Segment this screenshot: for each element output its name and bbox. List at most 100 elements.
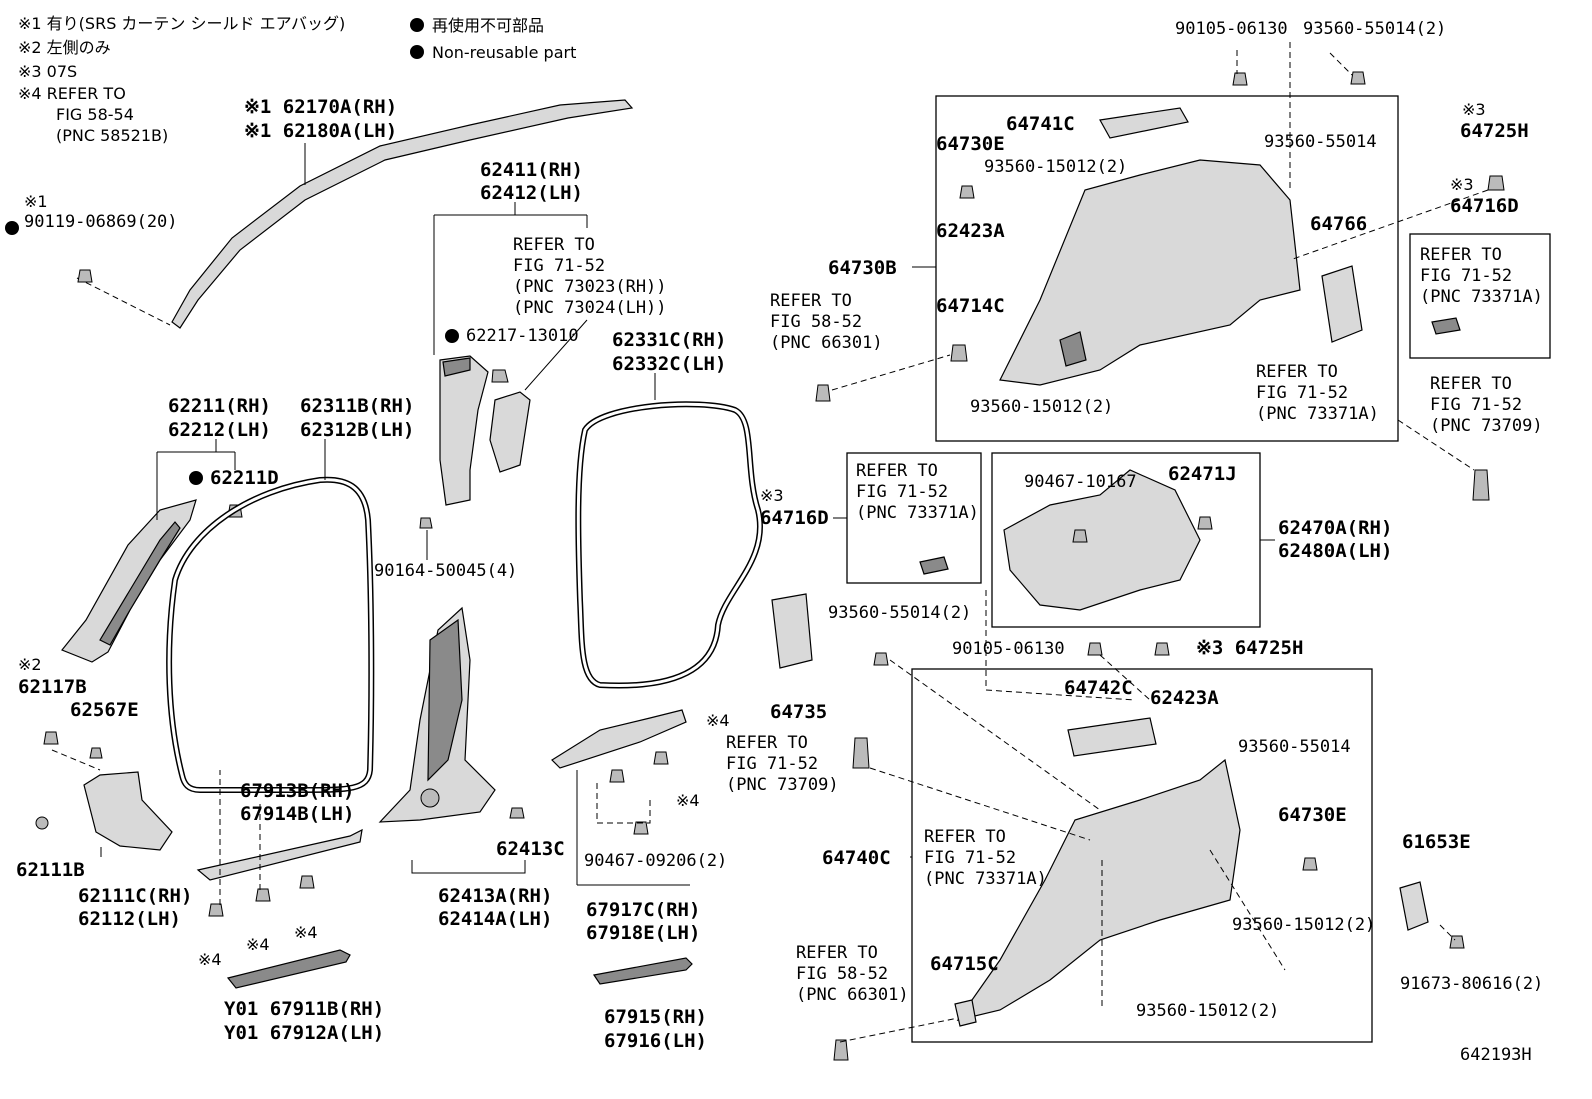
callout-label: 62211D — [210, 467, 279, 489]
figure-code: 642193H — [1460, 1045, 1532, 1065]
part-64716D-middle — [919, 556, 949, 575]
callout-label: 64766 — [1310, 213, 1367, 235]
clip-64730E — [959, 185, 975, 199]
callout-label: 62411(RH) — [480, 159, 583, 181]
quarter-trim-panel-64730B — [999, 159, 1301, 386]
legend-note-4: ※4 REFER TO — [18, 84, 126, 103]
callout-label: (PNC 73371A) — [856, 503, 979, 523]
callout-label: 62423A — [1150, 687, 1219, 709]
callout-label: ※3 — [1450, 175, 1474, 194]
callout-label: 93560-55014(2) — [1303, 19, 1446, 39]
callout-label: 93560-15012(2) — [1232, 915, 1375, 935]
nonreusable-dot-icon — [410, 18, 424, 32]
callout-label: (PNC 73371A) — [1420, 287, 1543, 307]
legend-nonreusable-en: Non-reusable part — [432, 43, 576, 62]
callout-label: REFER TO — [770, 291, 852, 311]
callout-label: ※2 — [18, 655, 42, 674]
rear-weatherstrip-inner — [576, 402, 762, 688]
clip-64725H-lower — [1154, 642, 1170, 656]
hook-73709 — [1472, 469, 1490, 501]
bracket-61653E — [1399, 881, 1429, 931]
callout-label: 93560-55014 — [1264, 132, 1377, 152]
part-illustrations — [5, 71, 1551, 1061]
callout-label: FIG 58-52 — [770, 312, 862, 332]
callout-label: 62211(RH) — [168, 395, 271, 417]
callout-label: 62331C(RH) — [612, 329, 726, 351]
nonreusable-dot-icon — [189, 471, 203, 485]
callout-label: 64730B — [828, 257, 897, 279]
leader-lines — [51, 42, 1489, 1043]
deck-side-trim-62470A — [1003, 469, 1201, 611]
callout-label: 62412(LH) — [480, 182, 583, 204]
callout-label: 64741C — [1006, 113, 1075, 135]
cowl-side-trim-62111C — [83, 771, 173, 851]
legend-note-3: ※3 07S — [18, 62, 77, 81]
nonreusable-dot-icon — [5, 221, 19, 235]
lower-garnish-ribs — [427, 618, 463, 782]
clip-62471J — [1197, 516, 1213, 530]
clip-64714C — [950, 344, 968, 362]
rear-door-weatherstrip — [575, 401, 763, 689]
lower-quarter-trim-box — [911, 668, 1373, 1043]
grommet-62413C — [420, 788, 440, 808]
callout-label: 93560-55014 — [1238, 737, 1351, 757]
callout-label: 91673-80616(2) — [1400, 974, 1543, 994]
bolt-90105 — [1232, 72, 1248, 86]
callout-label: FIG 71-52 — [1430, 395, 1522, 415]
callout-label: (PNC 73371A) — [1256, 404, 1379, 424]
clip-scuff-1 — [208, 903, 224, 917]
callout-label: 93560-55014(2) — [828, 603, 971, 623]
nonreusable-dot-icon — [445, 329, 459, 343]
callout-label: ※3 — [760, 486, 784, 505]
legend-note-2: ※2 左側のみ — [18, 38, 111, 57]
callout-label: 62423A — [936, 220, 1005, 242]
callout-label: REFER TO — [513, 235, 595, 255]
callout-label: REFER TO — [1420, 245, 1502, 265]
leader-dash — [76, 277, 171, 326]
callout-label: 62117B — [18, 676, 87, 698]
callout-label: (PNC 66301) — [770, 333, 883, 353]
callout-label: REFER TO — [1430, 374, 1512, 394]
callout-label: FIG 71-52 — [856, 482, 948, 502]
upper-quarter-trim-box — [935, 95, 1399, 442]
callout-label: 64740C — [822, 847, 891, 869]
callout-label: FIG 71-52 — [1256, 383, 1348, 403]
callout-label: 62332C(LH) — [612, 353, 726, 375]
weatherstrip-inner — [167, 478, 373, 792]
callout-label: 67914B(LH) — [240, 803, 354, 825]
clip-rear-scuff — [609, 769, 625, 783]
callout-label: 90164-50045(4) — [374, 561, 517, 581]
callout-label: 93560-15012(2) — [970, 397, 1113, 417]
clip-62217 — [491, 369, 509, 383]
grip-handle-64742C — [1067, 717, 1157, 757]
cover-64766 — [1321, 265, 1363, 343]
callout-label: (PNC 73371A) — [924, 869, 1047, 889]
callout-label: REFER TO — [796, 943, 878, 963]
callout-label: ※1 62180A(LH) — [244, 120, 397, 142]
garnish-vent — [442, 357, 471, 377]
callout-label: 62312B(LH) — [300, 419, 414, 441]
screw-90467-09206 — [633, 821, 649, 835]
callout-label: 67918E(LH) — [586, 922, 700, 944]
legend: ※1 有り(SRS カーテン シールド エアバッグ) ※2 左側のみ ※3 07… — [18, 14, 576, 145]
screw-93560-55014 — [873, 652, 889, 666]
callout-label: 62471J — [1168, 463, 1237, 485]
front-door-weatherstrip — [166, 476, 375, 793]
part-64716D — [1431, 317, 1461, 335]
callout-label: 62111C(RH) — [78, 885, 192, 907]
callout-label: ※3 — [1462, 100, 1486, 119]
callout-label: 62480A(LH) — [1278, 540, 1392, 562]
callout-label: 93560-15012(2) — [1136, 1001, 1279, 1021]
callout-label: 64742C — [1064, 677, 1133, 699]
callout-label: 62470A(RH) — [1278, 517, 1392, 539]
hook-66301 — [815, 384, 831, 402]
callout-labels: ※1 62170A(RH) ※1 62180A(LH) ※1 90119-068… — [16, 19, 1543, 1065]
clip-62111B — [35, 816, 49, 830]
callout-label: 67915(RH) — [604, 1006, 707, 1028]
center-pillar-upper-garnish — [439, 355, 489, 506]
callout-label: FIG 71-52 — [726, 754, 818, 774]
callout-label: (PNC 73024(LH)) — [513, 298, 667, 318]
front-scuff-plate-67913B — [196, 828, 363, 881]
clip-scuff-3 — [299, 875, 315, 889]
pillar-trim-ribs — [99, 521, 181, 646]
